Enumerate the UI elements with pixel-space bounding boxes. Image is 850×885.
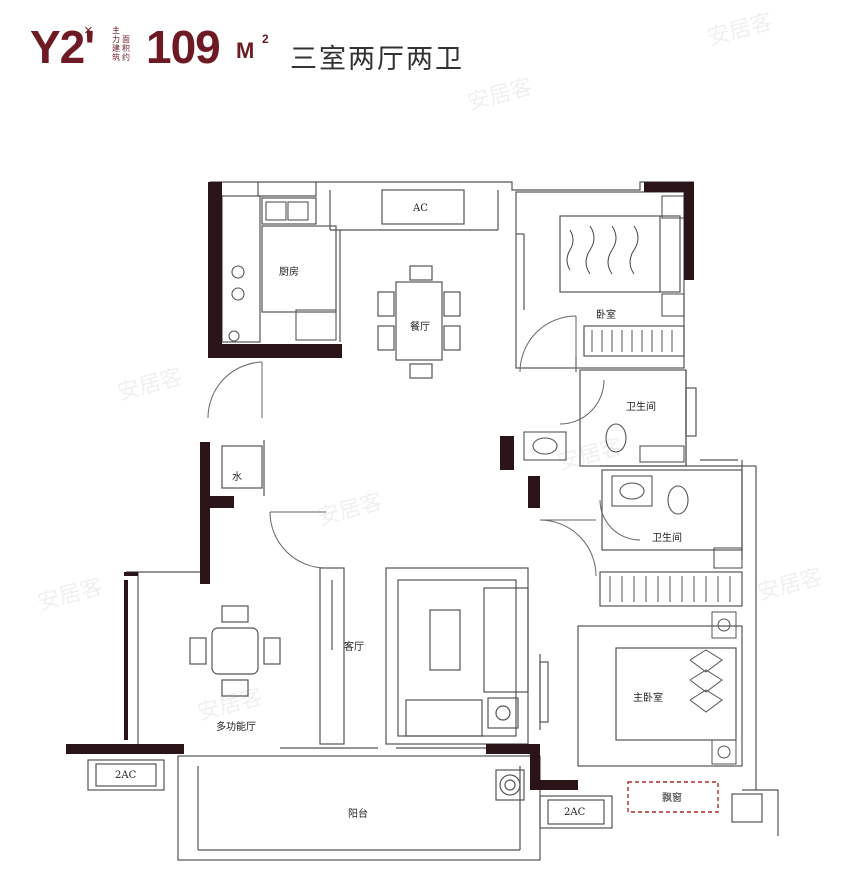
label-ac-bottom: 2AC [564,807,586,818]
round-table [189,605,281,697]
label-ac-top: AC [412,203,428,214]
area-note-col-1: 主力建筑 [112,26,120,62]
area-number: 109 [146,21,221,73]
label-water: 水 [232,471,242,483]
unit-type-code: Y2' [30,21,95,73]
unit-type-suffix: × [84,22,93,39]
label-balcony: 阳台 [348,807,368,820]
watermark: 安居客 [465,75,535,116]
label-bay-window: 飘窗 [662,791,682,804]
dining-table [377,265,461,379]
label-dining: 餐厅 [410,320,430,333]
area-unit: M [236,38,255,63]
label-ac-left: 2AC [115,770,137,781]
label-multi-room: 多功能厅 [216,720,256,733]
bath-fixtures [228,201,743,569]
area-note-col-2: 面积约 [122,35,130,62]
label-kitchen: 厨房 [279,265,299,278]
watermark: 安居客 [115,365,185,406]
load-bearing-walls [66,182,694,790]
area-note: 主力建筑面积约 [111,26,133,62]
watermark: 安居客 [35,575,105,616]
watermark: 安居客 [195,685,265,726]
label-master-bedroom: 主卧室 [633,691,663,704]
door-swings [207,315,641,577]
wardrobes [591,330,731,602]
bedroom-bed [566,195,685,317]
watermark: 安居客 [315,490,385,531]
layout-description: 三室两厅两卫 [290,44,464,75]
watermark: 安居客 [705,10,775,51]
watermark: 安居客 [755,565,825,606]
thin-walls [87,181,779,861]
label-bathroom-2: 卫生间 [652,531,682,544]
bay-window-outline [627,781,719,813]
master-bed [689,611,737,765]
label-living: 客厅 [344,640,364,653]
label-bathroom-1: 卫生间 [626,400,656,413]
area-unit-superscript: 2 [262,32,269,46]
label-bedroom: 卧室 [596,308,616,321]
